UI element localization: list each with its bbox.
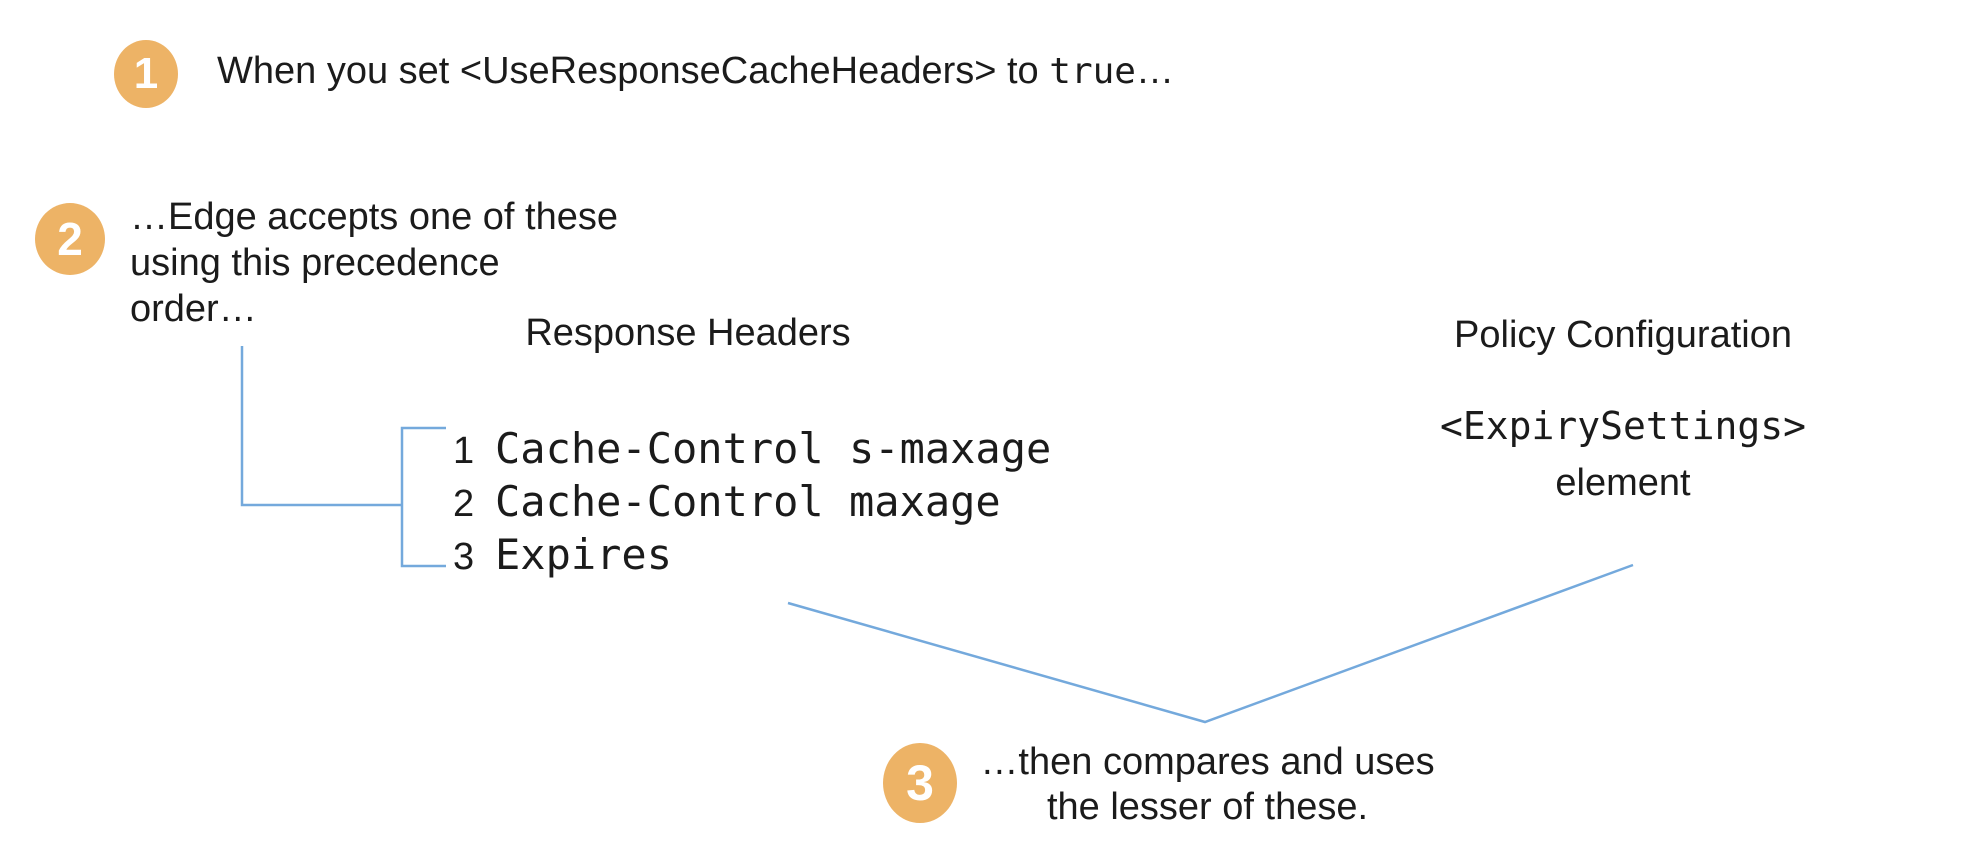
step-1-code-true: true [1049, 51, 1136, 92]
precedence-stem-line [240, 346, 402, 507]
step-2-text: …Edge accepts one of these using this pr… [130, 194, 618, 332]
precedence-value-2: Cache-Control maxage [495, 477, 1001, 526]
step-3-line-2: the lesser of these. [1046, 786, 1369, 828]
precedence-bracket-line [400, 426, 446, 568]
step-1-text-suffix: … [1135, 50, 1174, 92]
precedence-item-2: 2 Cache-Control maxage [453, 475, 1051, 528]
step-3-number: 3 [906, 755, 934, 811]
comparison-v-line [787, 563, 1634, 724]
precedence-rank-3: 3 [453, 536, 475, 578]
precedence-value-3: Expires [495, 530, 673, 579]
step-1-text-prefix: When you set <UseResponseCacheHeaders> t… [217, 50, 1050, 92]
precedence-list: 1 Cache-Control s-maxage 2 Cache-Control… [453, 422, 1051, 581]
policy-configuration-title: Policy Configuration [1454, 314, 1792, 356]
step-3-text: …then compares and uses the lesser of th… [975, 740, 1440, 830]
step-2-line-2: using this precedence [130, 242, 500, 284]
expiry-element-label: element [1555, 462, 1691, 504]
precedence-item-3: 3 Expires [453, 528, 1051, 581]
expiry-settings-code: <ExpirySettings> [1439, 404, 1807, 448]
step-1-number: 1 [133, 49, 159, 98]
precedence-rank-1: 1 [453, 430, 475, 472]
precedence-rank-2: 2 [453, 483, 475, 525]
step-1-badge: 1 [114, 40, 178, 108]
step-1-text: When you set <UseResponseCacheHeaders> t… [217, 48, 1174, 95]
step-2-line-1: …Edge accepts one of these [130, 196, 618, 238]
precedence-value-1: Cache-Control s-maxage [495, 424, 1052, 473]
step-3-line-1: …then compares and uses [980, 741, 1435, 783]
precedence-item-1: 1 Cache-Control s-maxage [453, 422, 1051, 475]
response-headers-title: Response Headers [525, 312, 851, 354]
step-2-number: 2 [57, 213, 83, 265]
step-2-badge: 2 [35, 203, 105, 275]
step-2-line-3: order… [130, 288, 257, 330]
step-3-badge: 3 [883, 743, 957, 823]
